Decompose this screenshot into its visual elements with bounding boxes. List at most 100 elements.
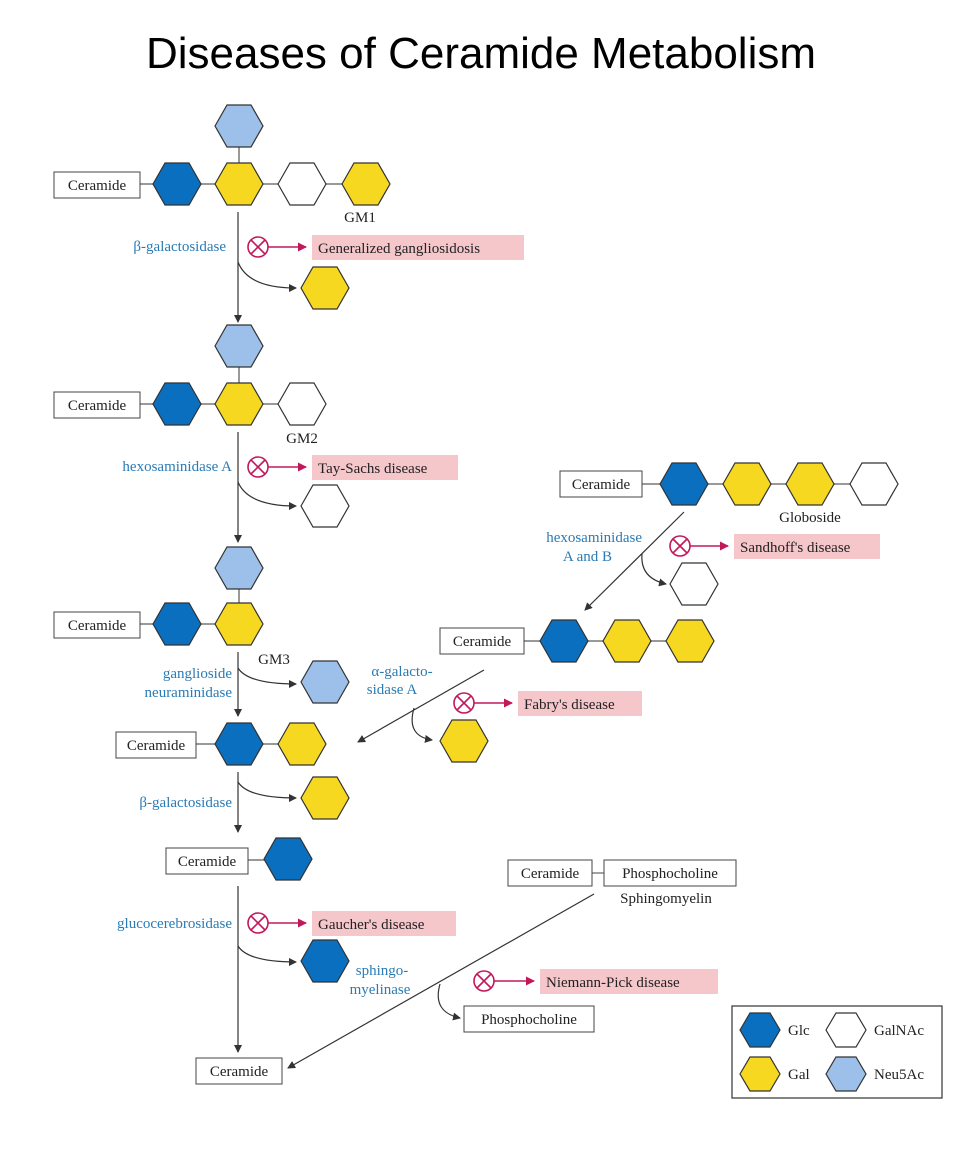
- ceramide-box: [53, 391, 141, 419]
- release-arrow: [237, 781, 297, 802]
- gal-hexagon: [602, 619, 652, 663]
- gm2-structure: Ceramide GM2: [53, 324, 327, 447]
- enzyme-ganglioside-neuraminidase-line1: ganglioside: [163, 666, 232, 682]
- gm3-structure: Ceramide GM3: [53, 546, 290, 668]
- ceramide-box: [115, 731, 197, 759]
- disease-niemann-pick: Niemann-Pick disease: [546, 975, 680, 991]
- glc-hexagon: [263, 837, 313, 881]
- neu5ac-hexagon: [214, 104, 264, 148]
- disease-badge-generalized: [312, 235, 524, 260]
- galnac-hexagon: [300, 484, 350, 528]
- ceramide-label: Ceramide: [521, 866, 580, 882]
- ceramide-box: [53, 611, 141, 639]
- release-arrow: [411, 707, 433, 743]
- disease-badge-niemann-pick: [540, 969, 718, 994]
- block-symbol-niemann-pick: [473, 970, 535, 992]
- ceramide-label: Ceramide: [178, 854, 237, 870]
- gal-hexagon: [300, 776, 350, 820]
- release-arrow: [237, 945, 297, 966]
- disease-badge-tay-sachs: [312, 455, 458, 480]
- galnac-hexagon: [669, 562, 719, 606]
- gm1-structure: Ceramide GM1: [53, 104, 391, 226]
- disease-sandhoff: Sandhoff's disease: [740, 540, 851, 556]
- gal-hexagon: [341, 162, 391, 206]
- gal-hexagon: [439, 719, 489, 763]
- gal-hexagon: [214, 382, 264, 426]
- disease-badge-sandhoff: [734, 534, 880, 559]
- phosphocholine-label: Phosphocholine: [481, 1012, 577, 1028]
- ceramide-label: Ceramide: [68, 178, 127, 194]
- block-symbol-generalized: [247, 236, 307, 258]
- ceramide-label: Ceramide: [210, 1064, 269, 1080]
- ceramide-box: [559, 470, 643, 498]
- page-title: Diseases of Ceramide Metabolism: [146, 29, 816, 78]
- enzyme-beta-galactosidase: β-galactosidase: [133, 239, 226, 255]
- enzyme-alpha-galactosidase-line2: sidase A: [367, 682, 418, 698]
- reaction-arrow: [584, 511, 685, 611]
- legend-gal-hexagon: [739, 1056, 781, 1092]
- ceramide-box: [439, 627, 525, 655]
- ceramide-box-final: [195, 1057, 283, 1085]
- ceramide-box: [53, 171, 141, 199]
- legend-neu5ac-label: Neu5Ac: [874, 1067, 924, 1083]
- phosphocholine-box: [603, 859, 737, 887]
- disease-fabry: Fabry's disease: [524, 697, 615, 713]
- legend-gal-label: Gal: [788, 1067, 810, 1083]
- glc-hexagon: [152, 382, 202, 426]
- globoside-structure: Ceramide Globoside: [559, 462, 899, 526]
- phosphocholine-box-released: [463, 1005, 595, 1033]
- globoside-label: Globoside: [779, 510, 841, 526]
- enzyme-hexosaminidase-ab-line2: A and B: [563, 549, 612, 565]
- reaction-arrow: [357, 669, 485, 743]
- glc-hexagon: [539, 619, 589, 663]
- release-arrow: [237, 481, 297, 510]
- glc-hexagon: [300, 939, 350, 983]
- gal-hexagon: [665, 619, 715, 663]
- enzyme-glucocerebrosidase: glucocerebrosidase: [117, 916, 232, 932]
- enzyme-sphingomyelinase-line2: myelinase: [350, 982, 411, 998]
- phosphocholine-label: Phosphocholine: [622, 866, 718, 882]
- legend-neu5ac-hexagon: [825, 1056, 867, 1092]
- block-symbol-sandhoff: [669, 535, 729, 557]
- gm1-label: GM1: [344, 210, 376, 226]
- disease-gaucher: Gaucher's disease: [318, 917, 425, 933]
- gal-hexagon: [277, 722, 327, 766]
- sphingomyelin-label: Sphingomyelin: [620, 891, 712, 907]
- disease-generalized-gangliosidosis: Generalized gangliosidosis: [318, 241, 480, 257]
- glc-hexagon: [214, 722, 264, 766]
- neu5ac-hexagon: [214, 324, 264, 368]
- legend-glc-hexagon: [739, 1012, 781, 1048]
- ceramide-label: Ceramide: [127, 738, 186, 754]
- galnac-hexagon: [277, 162, 327, 206]
- reaction-arrow: [287, 893, 595, 1069]
- enzyme-hexosaminidase-ab-line1: hexosaminidase: [546, 530, 642, 546]
- legend-galnac-label: GalNAc: [874, 1023, 924, 1039]
- enzyme-beta-galactosidase-2: β-galactosidase: [139, 795, 232, 811]
- ceramide-box: [165, 847, 249, 875]
- legend-galnac-hexagon: [825, 1012, 867, 1048]
- enzyme-hexosaminidase-a: hexosaminidase A: [122, 459, 232, 475]
- neu5ac-hexagon: [300, 660, 350, 704]
- lactosylceramide-structure: Ceramide: [115, 722, 327, 766]
- gal-hexagon: [214, 162, 264, 206]
- block-symbol-gaucher: [247, 912, 307, 934]
- gal-hexagon: [300, 266, 350, 310]
- gm3-label: GM3: [258, 652, 290, 668]
- glc-hexagon: [152, 602, 202, 646]
- release-arrow: [437, 983, 461, 1021]
- gal-hexagon: [214, 602, 264, 646]
- ceramide-label: Ceramide: [453, 634, 512, 650]
- enzyme-ganglioside-neuraminidase-line2: neuraminidase: [145, 685, 233, 701]
- release-arrow: [237, 667, 297, 688]
- enzyme-alpha-galactosidase-line1: α-galacto-: [371, 664, 432, 680]
- ceramide-label: Ceramide: [572, 477, 631, 493]
- trihexosylceramide-structure: Ceramide: [439, 619, 715, 663]
- glucosylceramide-structure: Ceramide: [165, 837, 313, 881]
- ceramide-label: Ceramide: [68, 398, 127, 414]
- disease-badge-fabry: [518, 691, 642, 716]
- glc-hexagon: [152, 162, 202, 206]
- disease-badge-gaucher: [312, 911, 456, 936]
- release-arrow: [237, 261, 297, 292]
- block-symbol-fabry: [453, 692, 513, 714]
